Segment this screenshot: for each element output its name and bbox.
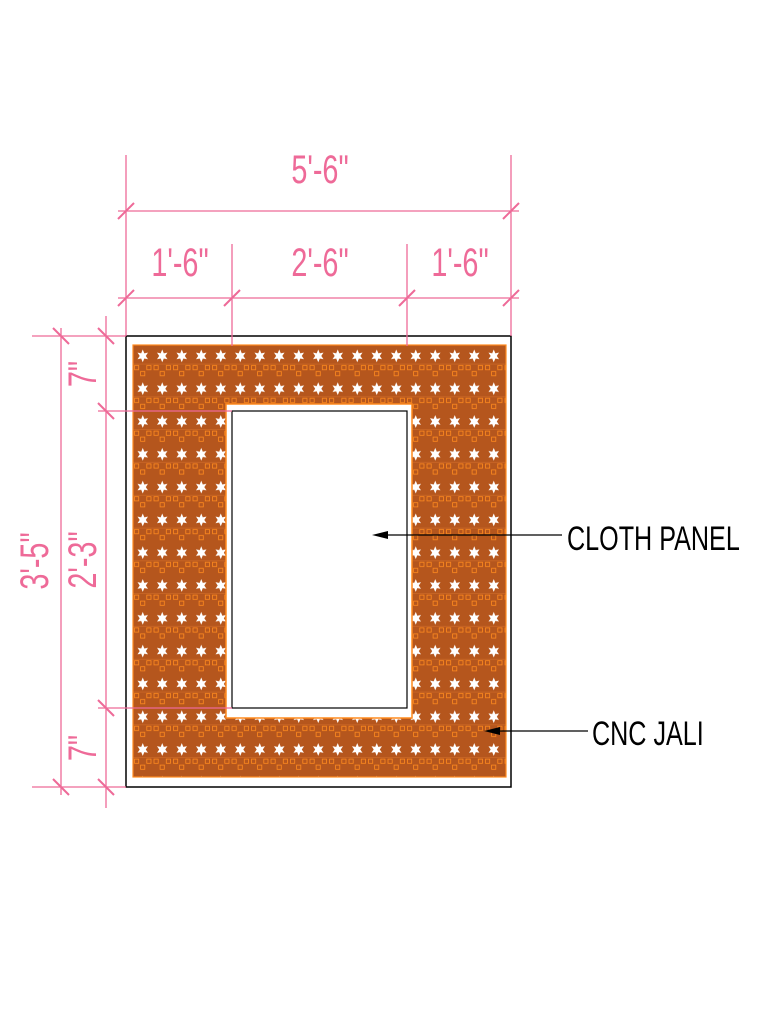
horizontal-dimensions bbox=[117, 155, 520, 346]
dim-top-height: 7" bbox=[60, 361, 105, 387]
dim-left-width: 1'-6" bbox=[151, 240, 208, 285]
cnc-jali-leader bbox=[484, 727, 588, 735]
vertical-dimensions bbox=[32, 316, 232, 808]
dim-center-width: 2'-6" bbox=[291, 240, 348, 285]
dim-overall-height: 3'-5" bbox=[12, 532, 57, 589]
dim-overall-width: 5'-6" bbox=[291, 147, 348, 192]
cloth-panel-leader bbox=[372, 531, 562, 539]
dim-right-width: 1'-6" bbox=[431, 240, 488, 285]
dim-bottom-height: 7" bbox=[60, 735, 105, 761]
dim-middle-height: 2'-3" bbox=[60, 531, 105, 588]
cloth-panel bbox=[231, 410, 408, 709]
cloth-panel-label: CLOTH PANEL bbox=[567, 520, 740, 558]
cnc-jali-label: CNC JALI bbox=[592, 715, 704, 753]
